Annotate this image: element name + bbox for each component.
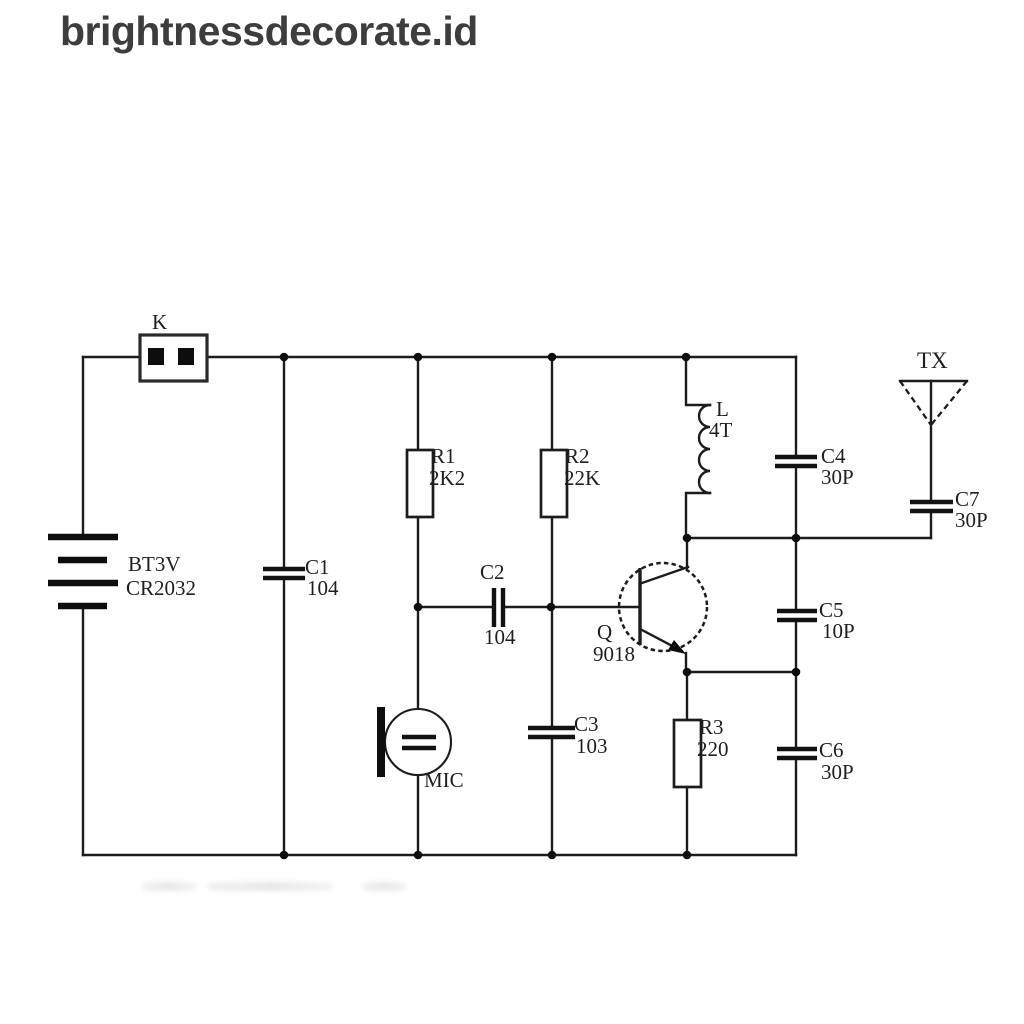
junction-dot	[279, 850, 289, 860]
resistor-r3: R3 220	[672, 715, 729, 789]
c1-value-label: 104	[307, 576, 339, 600]
inductor-value-label: 4T	[709, 418, 733, 442]
artifact-smudge	[208, 882, 333, 891]
r3-value-label: 220	[697, 737, 729, 761]
r3-body	[672, 718, 703, 789]
switch-contact-left	[148, 348, 164, 365]
r2-body	[539, 448, 569, 519]
transistor-collector-lead	[640, 565, 690, 585]
antenna-tx: TX	[898, 348, 969, 426]
inductor-l: L 4T	[697, 397, 733, 495]
c3-ref-label: C3	[574, 712, 599, 736]
junction-dot	[547, 352, 557, 362]
transistor-value-label: 9018	[593, 642, 635, 666]
inductor-coil	[697, 403, 712, 495]
capacitor-c5: C5 10P	[777, 598, 855, 643]
battery-ref-label: BT3V	[128, 552, 181, 576]
junction-dot	[413, 352, 423, 362]
battery: BT3V CR2032	[48, 533, 196, 610]
junction-dot	[791, 667, 801, 677]
c2-plates	[491, 588, 506, 627]
c6-ref-label: C6	[819, 738, 844, 762]
transistor-ref-label: Q	[597, 620, 612, 644]
mic-ref-label: MIC	[424, 768, 464, 792]
resistor-r2: R2 22K	[539, 444, 600, 519]
junction-dot	[682, 850, 692, 860]
c3-plates	[528, 725, 575, 740]
transistor-body	[617, 561, 709, 653]
wire-inductor-bottom	[684, 491, 712, 540]
c1-ref-label: C1	[305, 555, 330, 579]
c1-plates	[263, 566, 305, 581]
capacitor-c3: C3 103	[528, 712, 608, 758]
junction-dot	[682, 667, 692, 677]
antenna-left-edge	[899, 380, 932, 426]
wire-inductor-top	[684, 355, 712, 407]
c6-value-label: 30P	[821, 760, 854, 784]
c6-plates	[777, 746, 817, 761]
capacitor-c2: C2 104	[480, 560, 516, 649]
junction-dot	[413, 850, 423, 860]
r1-ref-label: R1	[431, 444, 456, 468]
capacitor-c4: C4 30P	[775, 444, 854, 489]
c7-ref-label: C7	[955, 487, 980, 511]
junction-dot	[547, 850, 557, 860]
microphone: MIC	[377, 707, 464, 792]
c4-ref-label: C4	[821, 444, 846, 468]
junction-dot	[413, 602, 423, 612]
mic-side-bar	[377, 707, 385, 777]
transistor-q: Q 9018	[593, 561, 709, 666]
c7-plates	[910, 499, 953, 514]
artifact-smudge	[362, 882, 407, 891]
r1-body	[405, 448, 435, 519]
c5-value-label: 10P	[822, 619, 855, 643]
r1-value-label: 2K2	[429, 466, 465, 490]
antenna-ref-label: TX	[917, 348, 948, 373]
switch-k: K	[138, 310, 209, 383]
wires	[81, 355, 933, 857]
artifact-smudge	[142, 882, 197, 891]
c4-plates	[775, 454, 817, 469]
junction-dot	[279, 352, 289, 362]
capacitor-c6: C6 30P	[777, 738, 854, 784]
c2-value-label: 104	[484, 625, 516, 649]
inductor-ref-label: L	[716, 397, 729, 421]
junction-dot	[791, 533, 801, 543]
mic-body	[383, 707, 453, 777]
r2-ref-label: R2	[565, 444, 590, 468]
capacitor-c1: C1 104	[263, 555, 339, 600]
switch-ref-label: K	[152, 310, 167, 334]
transistor-emitter-arrow	[668, 640, 686, 654]
battery-model-label: CR2032	[126, 576, 196, 600]
junction-dots	[279, 352, 801, 860]
r2-value-label: 22K	[564, 466, 600, 490]
mic-electret-plates	[402, 734, 436, 751]
c5-ref-label: C5	[819, 598, 844, 622]
junction-dot	[682, 533, 692, 543]
antenna-right-edge	[930, 380, 968, 426]
junction-dot	[546, 602, 556, 612]
resistor-r1: R1 2K2	[405, 444, 465, 519]
c3-value-label: 103	[576, 734, 608, 758]
r3-ref-label: R3	[699, 715, 724, 739]
junction-dot	[681, 352, 691, 362]
c5-plates	[777, 608, 817, 623]
watermark-text: brightnessdecorate.id	[60, 8, 478, 54]
switch-body	[138, 333, 209, 383]
c7-value-label: 30P	[955, 508, 988, 532]
capacitor-c7: C7 30P	[910, 487, 988, 532]
c4-value-label: 30P	[821, 465, 854, 489]
c2-ref-label: C2	[480, 560, 505, 584]
switch-contact-right	[178, 348, 194, 365]
